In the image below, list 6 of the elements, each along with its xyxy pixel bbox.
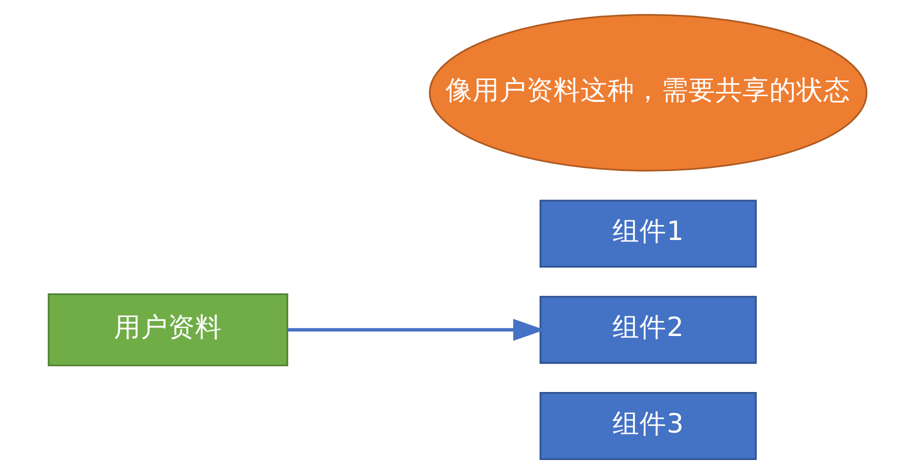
node-box: 组件1 [539,200,756,268]
node-box: 组件3 [539,392,756,460]
node-box: 用户资料 [47,293,288,366]
arrow [287,318,544,341]
node-ellipse: 像用户资料这种，需要共享的状态 [428,14,867,172]
node-box: 组件2 [539,296,756,364]
